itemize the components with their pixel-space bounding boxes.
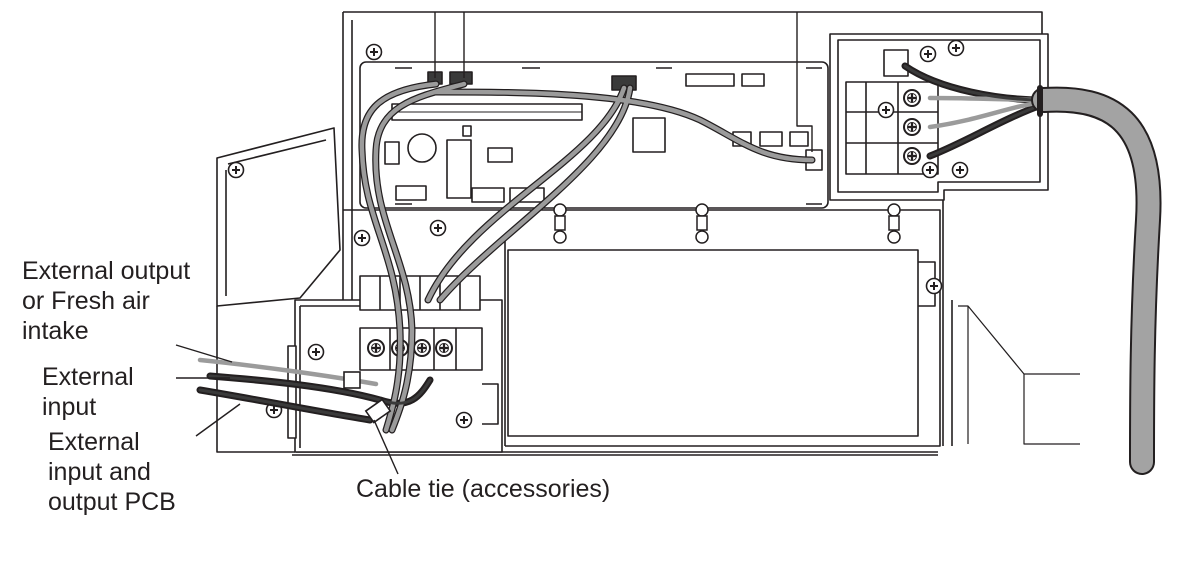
wire-harness: [196, 62, 1048, 434]
external-input-label: External input: [42, 363, 134, 421]
duct-outline: [958, 305, 1080, 445]
io-pcb-label: External input and output PCB: [48, 428, 176, 516]
external-output-label: External output or Fresh air intake: [22, 257, 191, 345]
power-cable: [1031, 85, 1162, 475]
power-terminal-box: [829, 33, 1049, 201]
left-bracket: [216, 127, 341, 453]
cable-tie-label: Cable tie (accessories): [356, 475, 611, 503]
leader-lines: [434, 12, 813, 152]
cover-plate: [507, 249, 936, 437]
cable-tie: [364, 398, 392, 424]
callout-leaders: [175, 344, 399, 475]
